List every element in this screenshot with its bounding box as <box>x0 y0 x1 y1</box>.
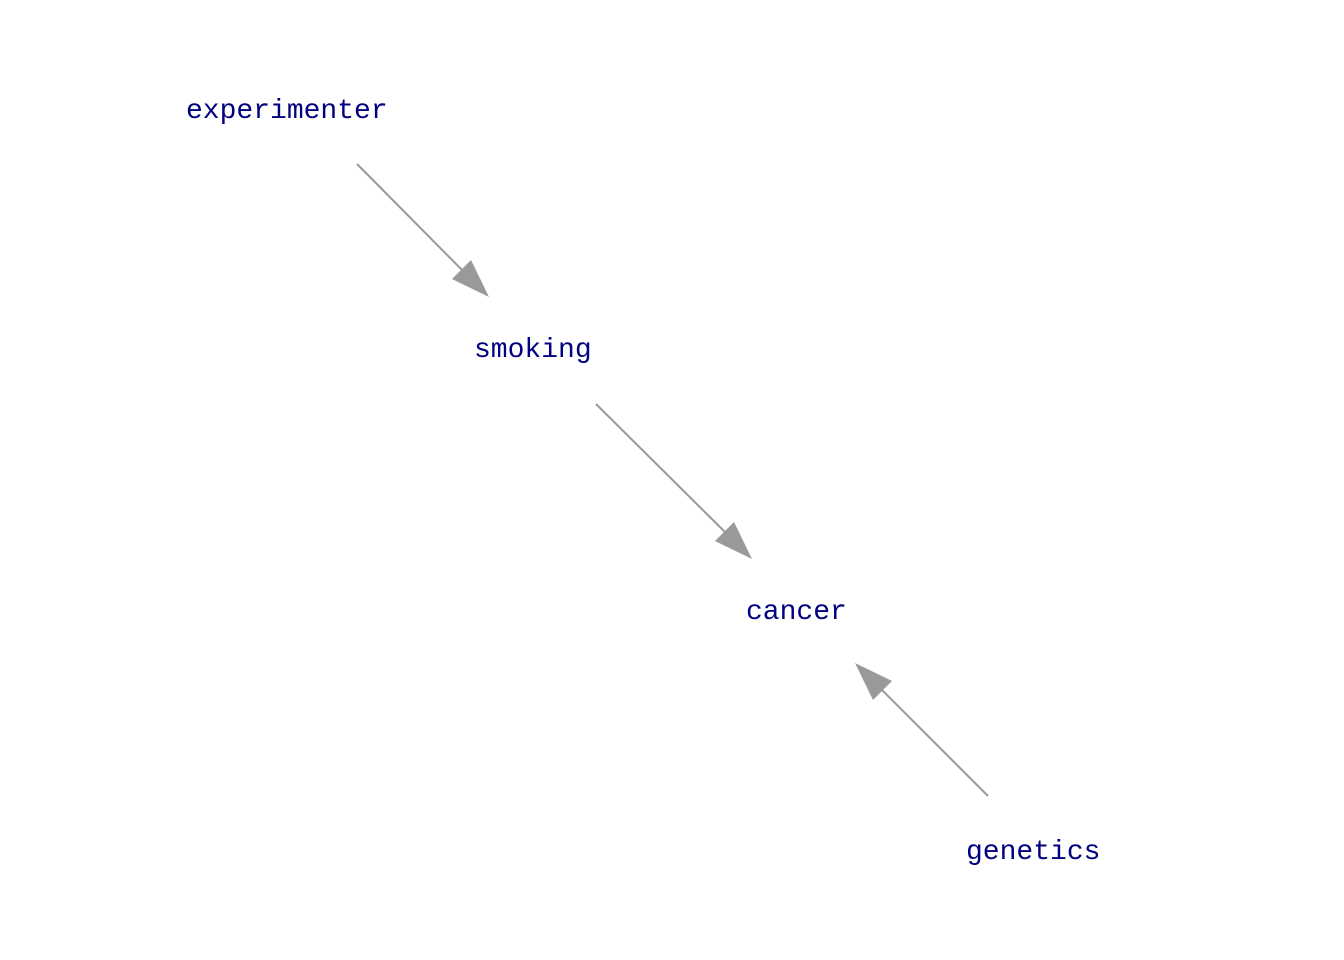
edge-smoking-cancer <box>595 403 752 559</box>
arrowhead-icon <box>855 663 892 700</box>
edge-line <box>595 403 732 539</box>
edge-genetics-cancer <box>855 663 989 797</box>
node-smoking[interactable]: smoking <box>474 335 592 366</box>
node-genetics[interactable]: genetics <box>966 837 1100 868</box>
node-cancer[interactable]: cancer <box>746 597 847 628</box>
edge-experimenter-smoking <box>356 163 489 297</box>
edges-layer <box>356 163 989 797</box>
nodes-layer: experimenter smoking cancer genetics <box>186 96 1100 868</box>
edge-line <box>356 163 469 277</box>
arrowhead-icon <box>452 260 489 297</box>
node-experimenter[interactable]: experimenter <box>186 96 388 127</box>
edge-line <box>875 683 989 797</box>
arrowhead-icon <box>715 522 752 559</box>
